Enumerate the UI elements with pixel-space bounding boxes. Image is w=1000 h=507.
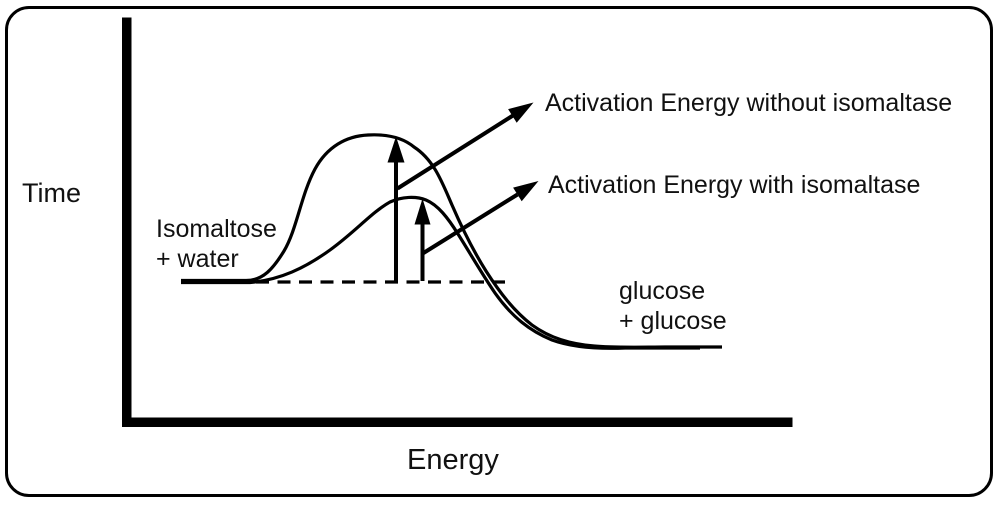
diagonal-arrowhead-icon: [508, 102, 534, 123]
x-axis-label: Energy: [407, 444, 499, 476]
pointer-arrow-with: [422, 181, 539, 255]
without-enzyme-curve: [181, 133, 722, 349]
arrow-shaft: [396, 113, 515, 191]
up-arrowhead-icon: [414, 198, 431, 225]
diagonal-arrowhead-icon: [513, 181, 539, 202]
activation-arrow-with: [414, 198, 431, 281]
reactants-label: Isomaltose + water: [156, 215, 277, 273]
y-axis-label: Time: [22, 178, 81, 208]
activation-energy-without-label: Activation Energy without isomaltase: [545, 89, 953, 117]
activation-energy-with-label: Activation Energy with isomaltase: [548, 171, 921, 199]
products-label: glucose + glucose: [619, 277, 727, 335]
axis-lines: [122, 17, 793, 427]
up-arrowhead-icon: [387, 136, 405, 163]
outer-border: [5, 6, 993, 497]
arrow-shaft: [422, 192, 519, 255]
pointer-arrow-without: [396, 102, 534, 191]
with-enzyme-curve: [181, 195, 700, 350]
activation-arrow-without: [387, 136, 405, 281]
